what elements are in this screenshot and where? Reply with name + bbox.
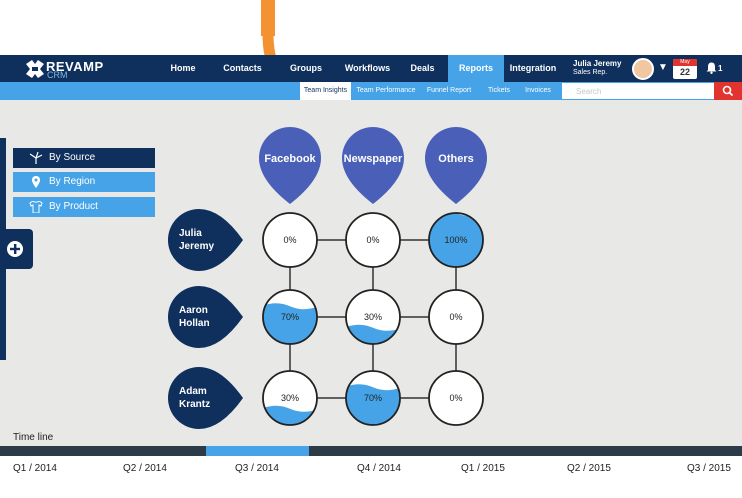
shirt-icon	[29, 201, 43, 213]
timeline-tick[interactable]: Q4 / 2014	[357, 463, 401, 474]
timeline-tick[interactable]: Q1 / 2015	[461, 463, 505, 474]
progress-label: 0%	[283, 235, 296, 245]
timeline-tick[interactable]: Q1 / 2014	[13, 463, 57, 474]
progress-circle-border	[345, 370, 401, 426]
rep-badge	[167, 209, 243, 272]
progress-label: 100%	[444, 235, 467, 245]
nav-groups[interactable]: Groups	[289, 63, 322, 73]
timeline-tick[interactable]: Q3 / 2014	[235, 463, 279, 474]
filter-by-region[interactable]: By Region	[13, 172, 155, 192]
progress-circle-border	[345, 289, 401, 345]
source-label: Facebook	[264, 153, 316, 165]
progress-label: 0%	[366, 235, 379, 245]
progress-circle	[429, 371, 483, 425]
nav-workflows[interactable]: Workflows	[344, 63, 391, 73]
rep-name: Krantz	[179, 399, 210, 410]
rep-name: Hollan	[179, 318, 210, 329]
user-name: Julia Jeremy	[573, 59, 622, 68]
expand-panel-button[interactable]	[0, 229, 33, 269]
filter-by-product-label: By Product	[49, 201, 98, 212]
timeline-tick[interactable]: Q3 / 2015	[687, 463, 731, 474]
tab-team-performance[interactable]: Team Performance	[356, 87, 416, 94]
bell-icon[interactable]	[706, 62, 717, 74]
progress-label: 70%	[364, 393, 382, 403]
plus-circle-icon	[7, 241, 23, 257]
progress-circle-border	[428, 370, 484, 426]
filter-by-region-label: By Region	[49, 176, 96, 187]
progress-fill	[346, 384, 400, 425]
map-pin-icon	[32, 176, 40, 188]
rep-badge	[168, 367, 243, 429]
filter-by-product[interactable]: By Product	[13, 197, 155, 217]
progress-label: 30%	[364, 312, 382, 322]
notification-count: 1	[718, 64, 723, 73]
source-label: Others	[438, 153, 473, 165]
timeline-tick[interactable]: Q2 / 2014	[123, 463, 167, 474]
progress-label: 70%	[281, 312, 299, 322]
rep-name: Julia	[179, 228, 202, 239]
tab-invoices[interactable]: Invoices	[525, 87, 551, 94]
calendar-day: 22	[679, 67, 690, 77]
tab-tickets[interactable]: Tickets	[488, 87, 510, 94]
progress-circle	[263, 213, 317, 267]
progress-wave	[263, 303, 317, 344]
progress-label: 30%	[281, 393, 299, 403]
progress-circle-border	[262, 289, 318, 345]
avatar[interactable]	[632, 58, 654, 80]
source-pin	[342, 127, 404, 204]
progress-circle-border	[262, 212, 318, 268]
progress-circle	[429, 290, 483, 344]
windmill-icon	[29, 152, 43, 164]
nav-deals[interactable]: Deals	[410, 63, 435, 73]
filter-by-source-label: By Source	[49, 152, 96, 163]
calendar-icon[interactable]: May 22	[673, 59, 697, 79]
progress-fill	[263, 303, 317, 344]
rep-name: Aaron	[179, 305, 208, 316]
search-input[interactable]	[562, 83, 714, 99]
source-pin	[425, 127, 487, 204]
progress-fill	[429, 213, 483, 267]
source-label: Newspaper	[344, 153, 403, 165]
tab-funnel-report[interactable]: Funnel Report	[426, 87, 472, 94]
report-subnav	[0, 82, 742, 100]
progress-label: 0%	[449, 393, 462, 403]
progress-label: 0%	[449, 312, 462, 322]
chevron-down-icon[interactable]: ▼	[658, 62, 668, 73]
nav-integration[interactable]: Integration	[509, 63, 557, 73]
filter-by-source[interactable]: By Source	[13, 148, 155, 168]
timeline-selected-range[interactable]	[206, 446, 309, 456]
progress-circle-border	[428, 289, 484, 345]
progress-wave	[429, 213, 483, 267]
timeline-track[interactable]	[0, 446, 742, 456]
top-navbar	[0, 55, 742, 82]
rep-name: Jeremy	[179, 241, 214, 252]
timeline-tick[interactable]: Q2 / 2015	[567, 463, 611, 474]
timeline-label: Time line	[13, 432, 54, 443]
brand-sub: CRM	[47, 70, 68, 80]
nav-home[interactable]: Home	[170, 63, 196, 73]
nav-reports[interactable]: Reports	[448, 55, 504, 82]
progress-wave	[346, 384, 400, 425]
calendar-month: May	[673, 59, 697, 66]
progress-circle-border	[262, 370, 318, 426]
nav-contacts[interactable]: Contacts	[223, 63, 262, 73]
progress-circle	[346, 213, 400, 267]
timeline-axis	[0, 456, 742, 498]
progress-circle-border	[428, 212, 484, 268]
user-role: Sales Rep.	[573, 69, 608, 76]
search-button[interactable]	[714, 82, 742, 100]
brand-name: REVAMP	[46, 59, 104, 74]
search-icon	[722, 85, 734, 97]
tab-team-insights[interactable]: Team Insights	[300, 82, 351, 100]
revamp-logo-icon[interactable]	[24, 58, 46, 80]
rep-name: Adam	[179, 386, 207, 397]
progress-circle-border	[345, 212, 401, 268]
source-pin	[259, 127, 321, 204]
rep-badge	[168, 286, 243, 348]
callout-arrow-stem	[261, 0, 275, 36]
